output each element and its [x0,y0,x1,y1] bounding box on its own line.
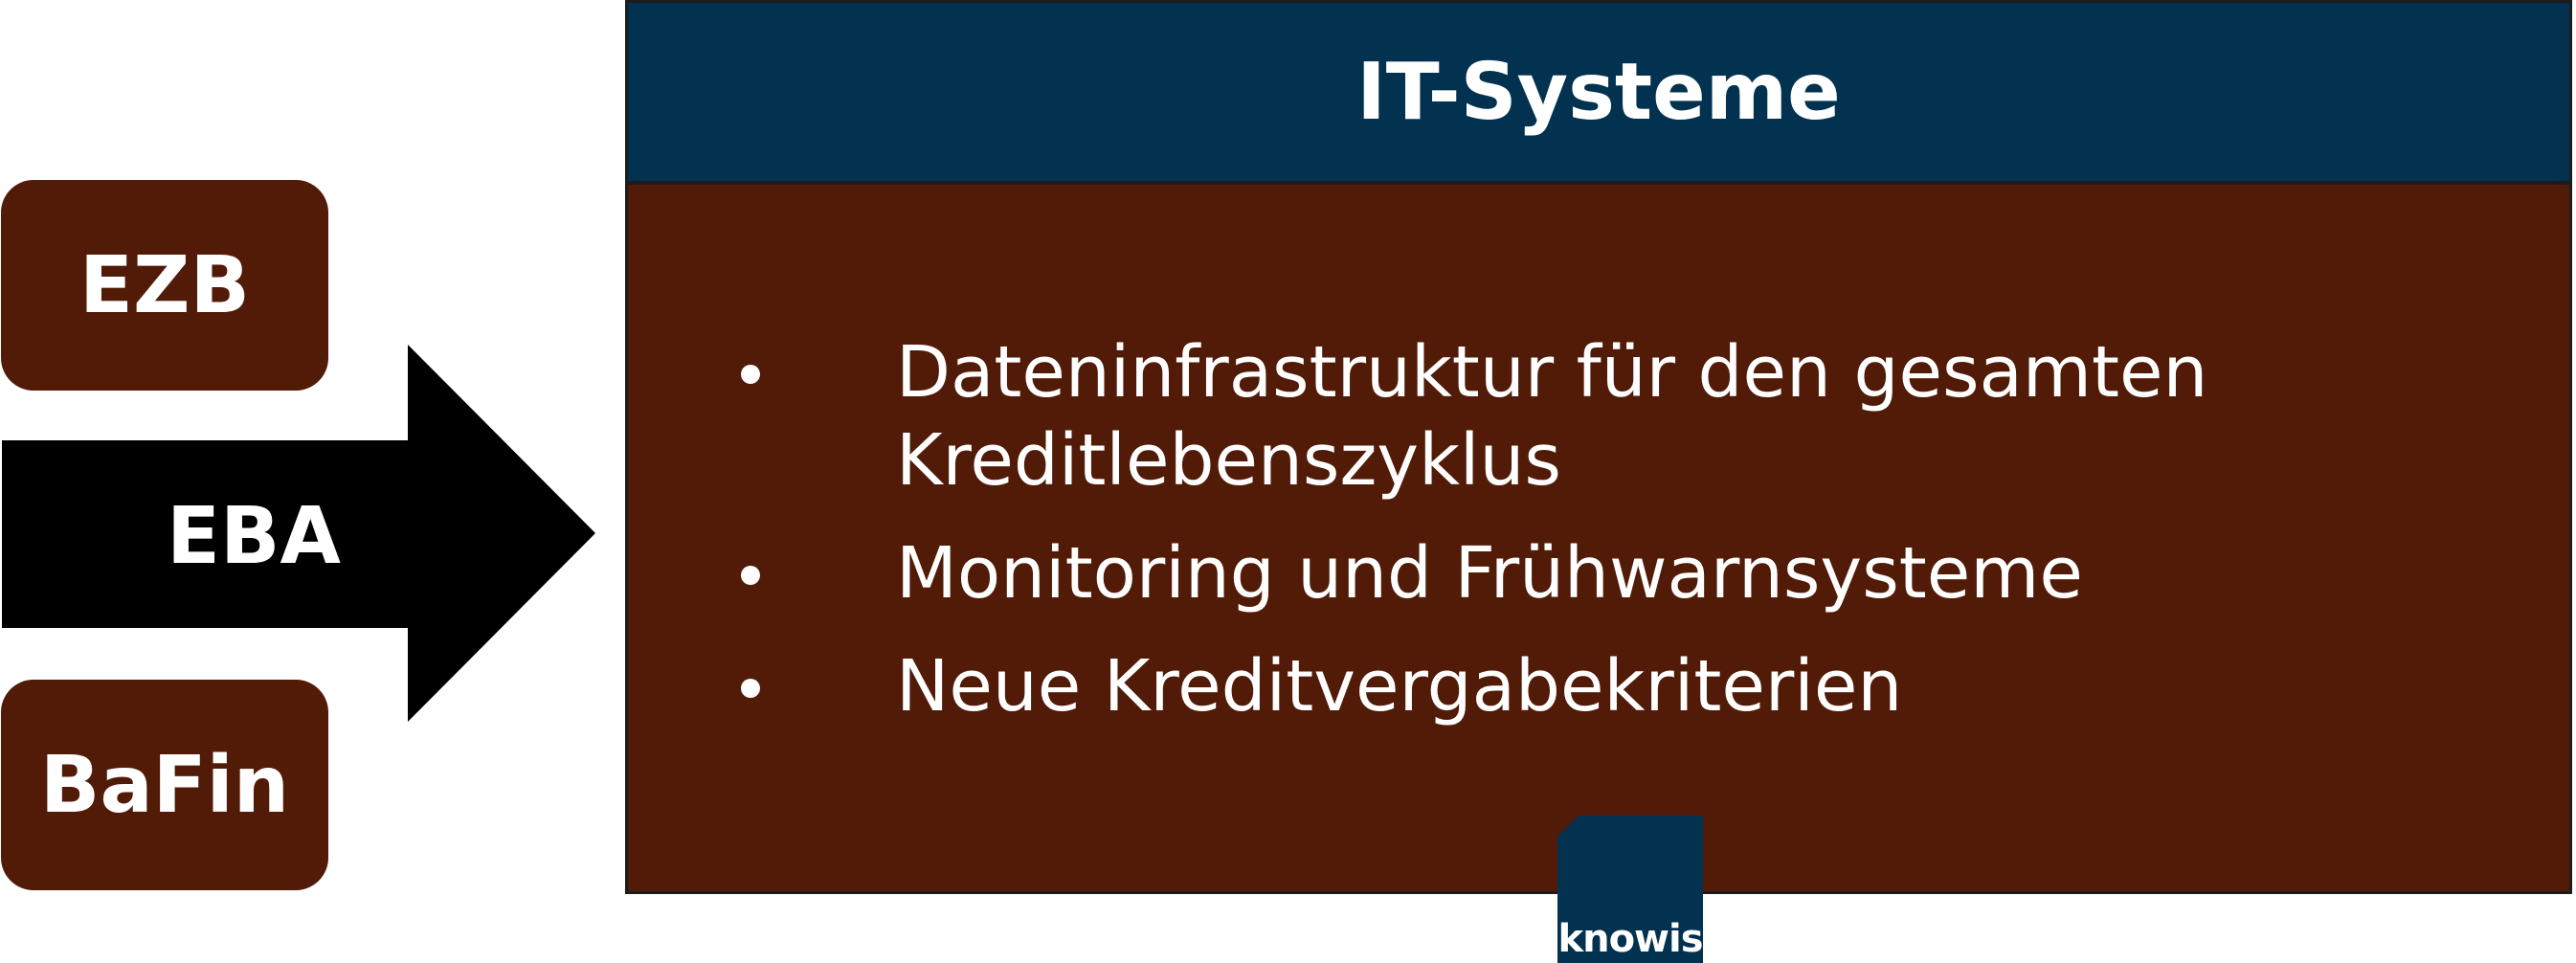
bullet-text: Neue Kreditvergabekriterien [896,645,1903,728]
bullet-text: Dateninfrastruktur für den gesamten Kred… [896,331,2208,502]
knowis-logo: knowis [1557,816,1704,963]
arrow-shape [2,345,595,722]
regulator-label-ezb: EZB [79,239,250,331]
bullet-text: Monitoring und Frühwarnsysteme [896,532,2083,615]
logo-text: knowis [1557,917,1703,961]
logo-shape [1557,816,1703,963]
regulator-label-eba: EBA [167,490,341,582]
bullet-icon [741,679,760,698]
list-item: Dateninfrastruktur für den gesamten Kred… [628,328,2569,504]
regulator-label-bafin: BaFin [39,739,290,831]
bullet-icon [741,566,760,585]
regulator-box-ezb: EZB [1,180,328,391]
panel-title: IT-Systeme [1356,46,1841,138]
list-item: Neue Kreditvergabekriterien [628,642,2569,730]
panel-header: IT-Systeme [628,3,2569,185]
bullet-list: Dateninfrastruktur für den gesamten Kred… [628,328,2569,755]
regulator-box-bafin: BaFin [1,680,328,890]
list-item: Monitoring und Frühwarnsysteme [628,529,2569,617]
it-systems-panel: IT-Systeme Dateninfrastruktur für den ge… [625,0,2572,894]
bullet-icon [741,365,760,384]
